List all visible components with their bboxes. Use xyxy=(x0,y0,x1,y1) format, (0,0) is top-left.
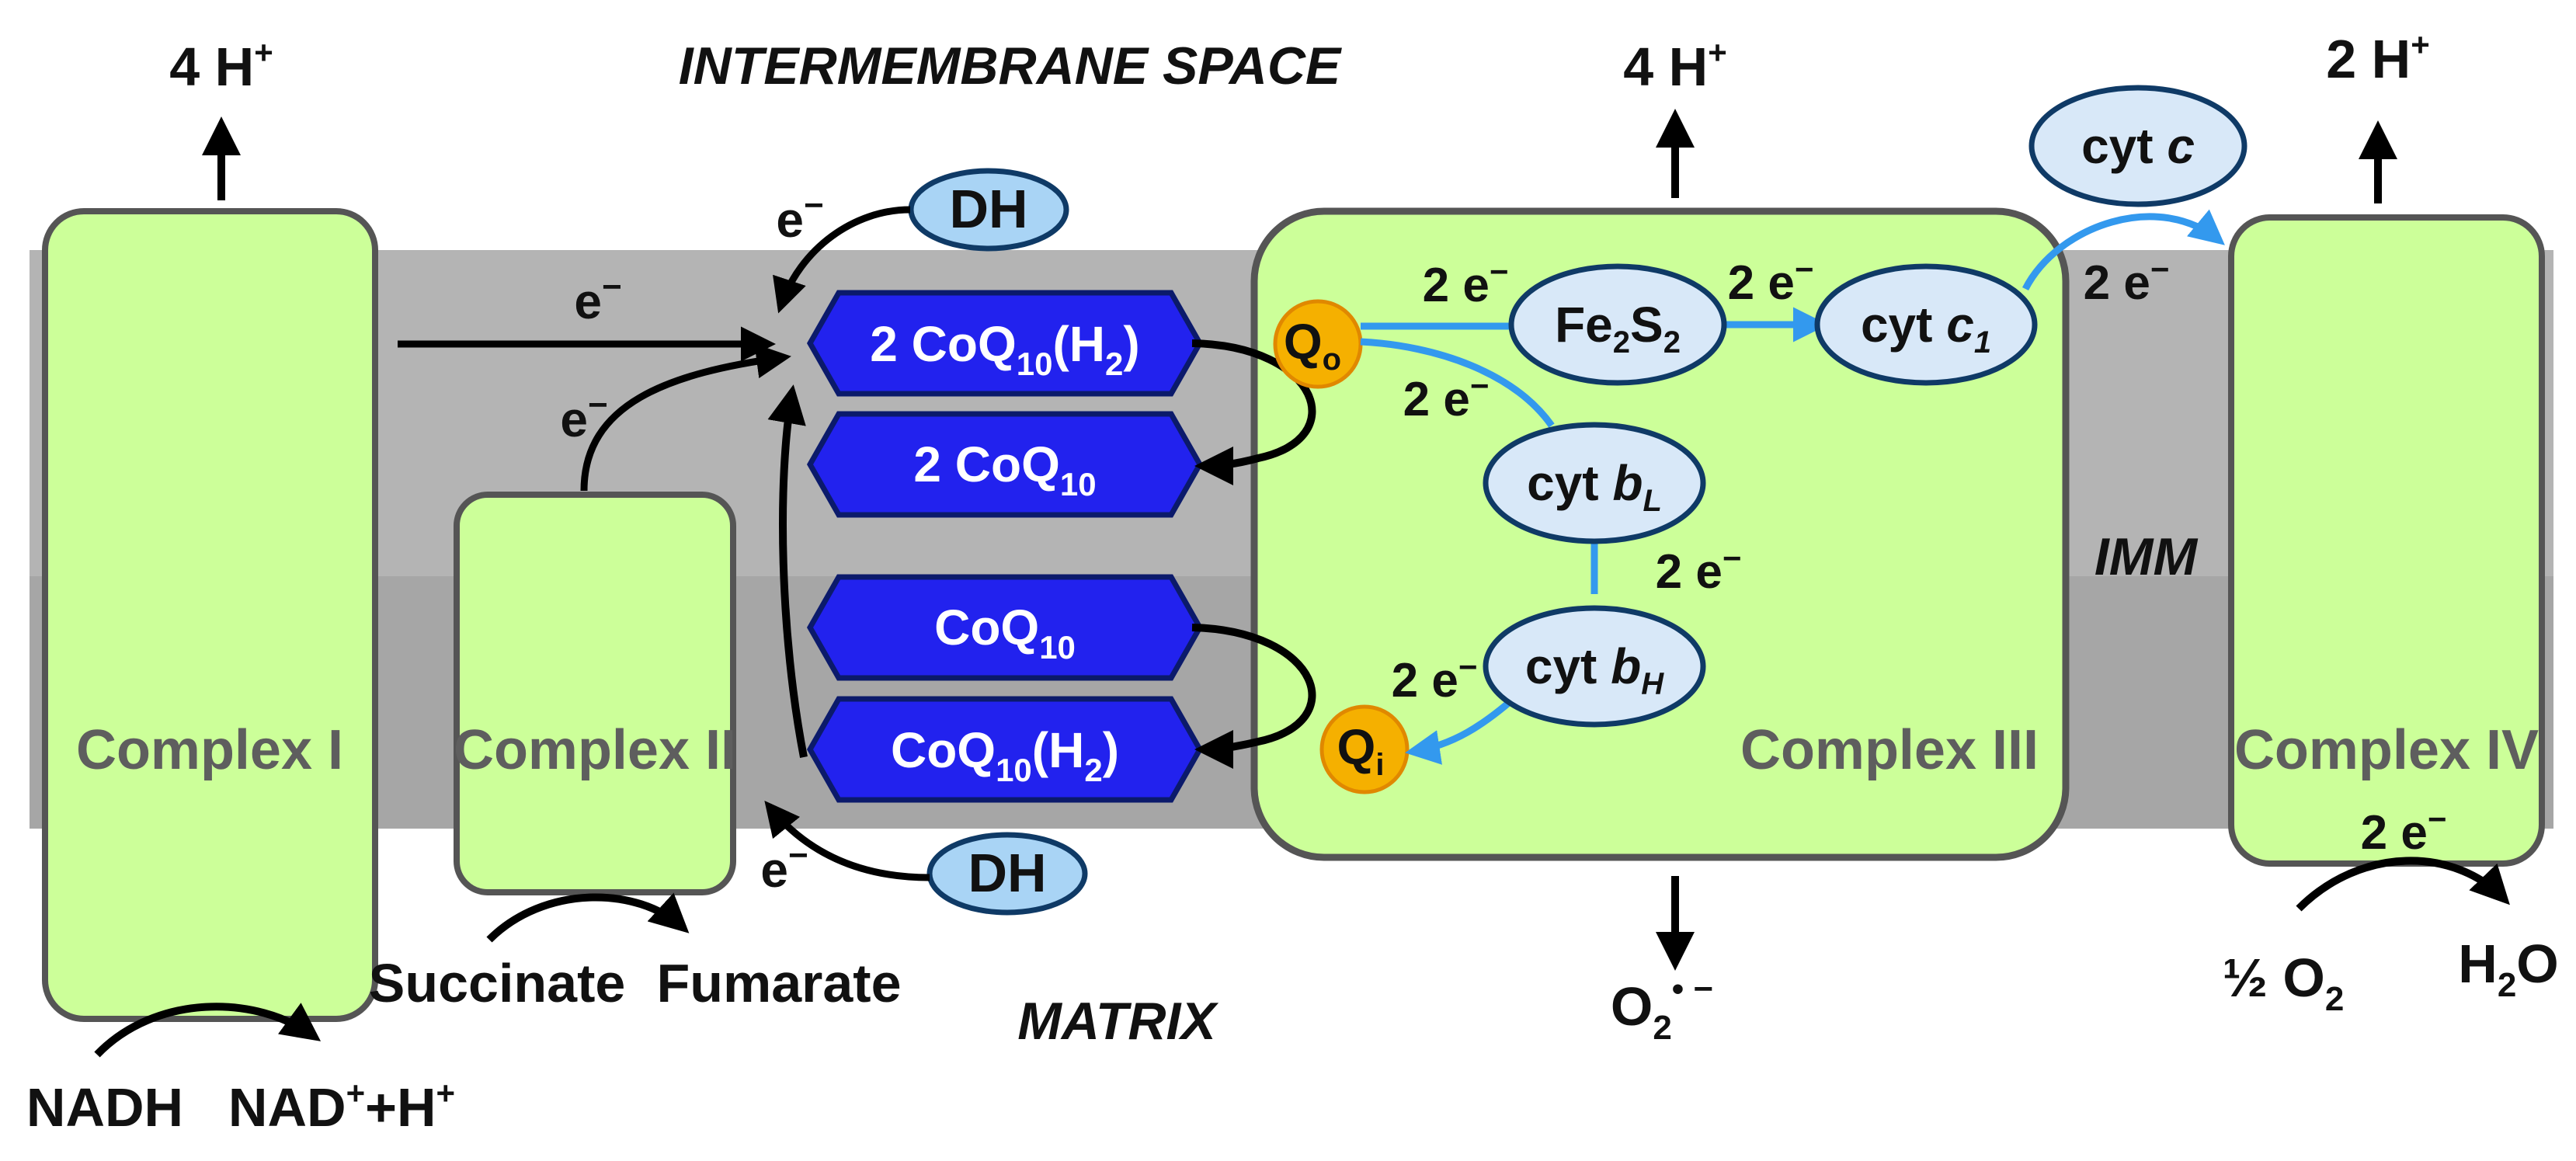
succinate-arrow xyxy=(486,892,690,943)
cytc-carrier xyxy=(2028,85,2247,207)
two-e-label-qo-fes: 2 e− xyxy=(1423,253,1509,312)
complex-i xyxy=(42,208,378,1022)
coq10h2-lower-label: CoQ10(H2) xyxy=(891,722,1119,788)
proton-label-c1: 4 H+ xyxy=(169,34,273,97)
electron-label-c2: e− xyxy=(560,386,607,447)
proton-label-c4: 2 H+ xyxy=(2326,26,2429,89)
complex-ii xyxy=(454,492,736,895)
nad-label: NAD++H+ xyxy=(228,1075,455,1138)
o2-arrow xyxy=(2296,857,2510,912)
coq10h2-upper xyxy=(806,290,1204,397)
half-o2-label: ½ O2 xyxy=(2223,947,2345,1018)
electron-label-dh-lower: e− xyxy=(760,836,808,898)
dh-lower xyxy=(926,832,1088,916)
intermembrane-space-label: INTERMEMBRANE SPACE xyxy=(679,36,1343,96)
electron-arrow-dh-upper xyxy=(773,206,911,314)
h2o-label: H2O xyxy=(2458,933,2559,1004)
cytbl-carrier xyxy=(1483,422,1706,544)
coq10-lower-label: CoQ10 xyxy=(934,600,1076,666)
two-e-label-cytbh-qi: 2 e− xyxy=(1392,648,1478,707)
qi-loop-arrow xyxy=(1191,624,1316,769)
two-e-label-c4: 2 e− xyxy=(2361,801,2447,860)
electron-label-c1: e− xyxy=(574,268,621,329)
cytc1-label: cyt c1 xyxy=(1861,297,1991,360)
two-e-label-cytc1-cytc: 2 e− xyxy=(2084,251,2170,310)
coq10h2-upper-label: 2 CoQ10(H2) xyxy=(870,316,1139,382)
fe2s2-label: Fe2S2 xyxy=(1555,297,1681,360)
coq10-lower xyxy=(806,574,1204,681)
qo-site-label: Qo xyxy=(1284,314,1341,377)
electron-label-dh-upper: e− xyxy=(776,186,823,248)
qi-site-label: Qi xyxy=(1337,719,1385,782)
coq-return-arrow xyxy=(767,384,808,758)
complex-i-label: Complex I xyxy=(76,719,343,781)
proton-label-c3: 4 H+ xyxy=(1623,34,1726,97)
complex-ii-label: Complex II xyxy=(454,719,736,781)
dh-upper xyxy=(908,168,1069,252)
complex-iii-label: Complex III xyxy=(1740,719,2039,781)
matrix-label: MATRIX xyxy=(1017,992,1218,1051)
two-e-label-fes-cytc1: 2 e− xyxy=(1728,251,1814,310)
nadh-arrow xyxy=(94,1003,322,1058)
cytbh-label: cyt bH xyxy=(1525,638,1664,701)
succinate-label: Succinate xyxy=(369,953,626,1013)
cytbl-label: cyt bL xyxy=(1527,455,1662,518)
qo-to-cytbl-arrow xyxy=(1360,338,1555,428)
coq10-upper-label: 2 CoQ10 xyxy=(913,436,1096,502)
electron-arrow-c2 xyxy=(580,343,791,492)
two-e-label-qo-cytbl: 2 e− xyxy=(1403,367,1490,426)
fumarate-label: Fumarate xyxy=(656,953,901,1013)
cytc1-to-cytc-arrow xyxy=(2022,209,2225,291)
cytc-label: cyt c xyxy=(2081,118,2195,174)
dh-lower-label: DH xyxy=(968,843,1046,903)
coq10-upper xyxy=(806,411,1204,518)
imm-label: IMM xyxy=(2095,527,2199,586)
cytc1-carrier xyxy=(1814,263,2038,386)
fe2s2-carrier xyxy=(1508,263,1727,386)
dh-upper-label: DH xyxy=(949,179,1027,239)
complex-iv-label: Complex IV xyxy=(2234,719,2539,781)
nadh-label: NADH xyxy=(26,1077,183,1138)
two-e-label-cytbl-cytbh: 2 e− xyxy=(1656,540,1742,599)
electron-arrow-dh-lower xyxy=(764,800,930,881)
qo-loop-arrow xyxy=(1191,339,1316,485)
coq10h2-lower xyxy=(806,696,1204,803)
superoxide-label: O2• − xyxy=(1611,970,1713,1047)
cytbh-carrier xyxy=(1483,605,1706,728)
